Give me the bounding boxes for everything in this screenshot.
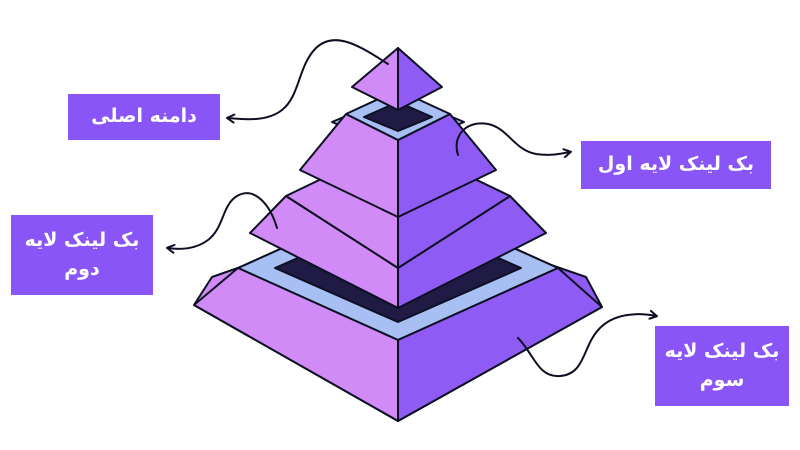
top-cap-right-face — [397, 47, 443, 111]
arrow-main-domain — [226, 39, 389, 124]
arrow-layer-2 — [166, 192, 278, 254]
layer-3-right-wall — [397, 267, 603, 422]
arrow-layer-1 — [455, 122, 572, 159]
label-main-domain: دامنه اصلی — [68, 94, 220, 140]
pyramid-layer-1 — [299, 89, 497, 218]
label-backlink-layer-1: بک لینک لایه اول — [581, 141, 771, 189]
arrow-layer-3 — [517, 309, 658, 378]
pyramid-top-cap — [351, 47, 443, 111]
label-backlink-layer-2: بک لینک لایه دوم — [11, 215, 153, 295]
layer-1-cavity — [363, 101, 433, 132]
label-backlink-layer-3: بک لینک لایه سوم — [655, 326, 789, 406]
